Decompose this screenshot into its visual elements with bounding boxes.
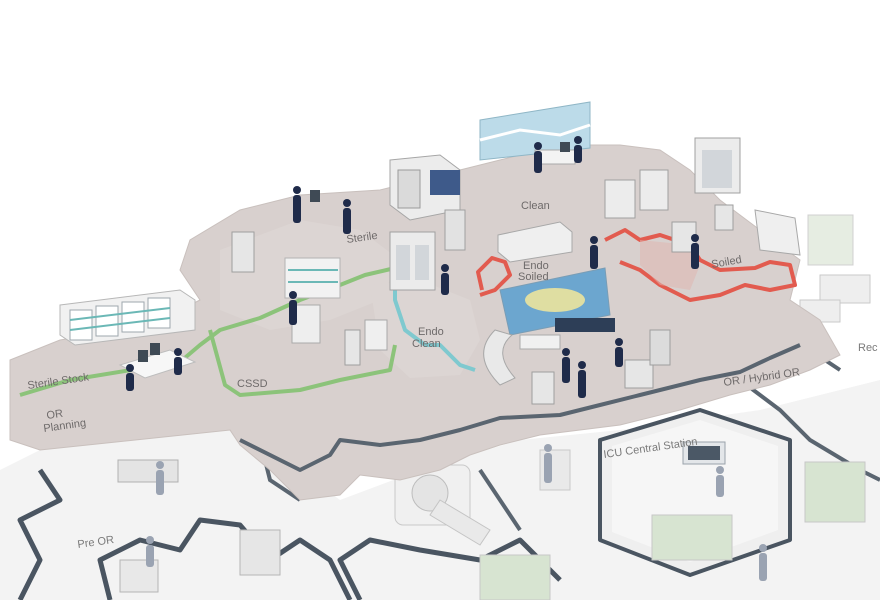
staff-figure-icon: [343, 199, 351, 234]
zone-label-recovery-partial: Rec: [858, 342, 878, 354]
cssd-workstation-icon: [310, 190, 388, 351]
staff-figure-icon: [562, 348, 570, 383]
zone-label-pre-or: Pre OR: [77, 534, 115, 551]
mri-scanner-icon: [394, 464, 491, 546]
washer-disinfector-icon: [389, 137, 741, 291]
zone-label-endo-clean-2: Clean: [412, 338, 441, 350]
faded-lower-area: [0, 214, 880, 600]
cssd-racks: [231, 231, 361, 366]
staff-figure-icon: [289, 291, 297, 325]
faded-staff-figures: [146, 444, 767, 581]
staff-figure-icon: [691, 234, 699, 269]
staff-figure-icon: [574, 136, 582, 163]
zone-label-endo-soiled: Endo: [523, 260, 549, 272]
staff-figure-icon: [615, 338, 623, 367]
clean-wall-screen: [479, 101, 591, 165]
zone-label-endo-soiled-2: Soiled: [518, 271, 549, 283]
staff-figure-icon: [126, 364, 134, 391]
or-planning-workstation-icon: [118, 343, 197, 379]
sterilizer-icon: [389, 154, 461, 221]
zone-label-endo-clean: Endo: [418, 326, 444, 338]
zone-label-clean: Clean: [521, 200, 550, 212]
staff-figure-icon: [293, 186, 301, 223]
staff-figure-icon: [441, 264, 449, 295]
endo-soiled-sink: [497, 221, 573, 263]
staff-figure-icon: [534, 142, 542, 173]
zone-label-sterile: Sterile: [346, 230, 379, 246]
sterile-stock-racks: [59, 289, 196, 346]
zone-label-soiled: Soiled: [710, 254, 742, 271]
hybrid-or-c-arm-icon: [483, 267, 671, 405]
zone-label-cssd: CSSD: [237, 378, 268, 390]
staff-figure-icon: [590, 236, 598, 269]
zone-label-or-planning-2: Planning: [43, 417, 87, 435]
staff-figures: [126, 136, 699, 398]
zone-label-or-planning: OR: [46, 408, 64, 422]
staff-figure-icon: [578, 361, 586, 398]
staff-figure-icon: [174, 348, 182, 375]
